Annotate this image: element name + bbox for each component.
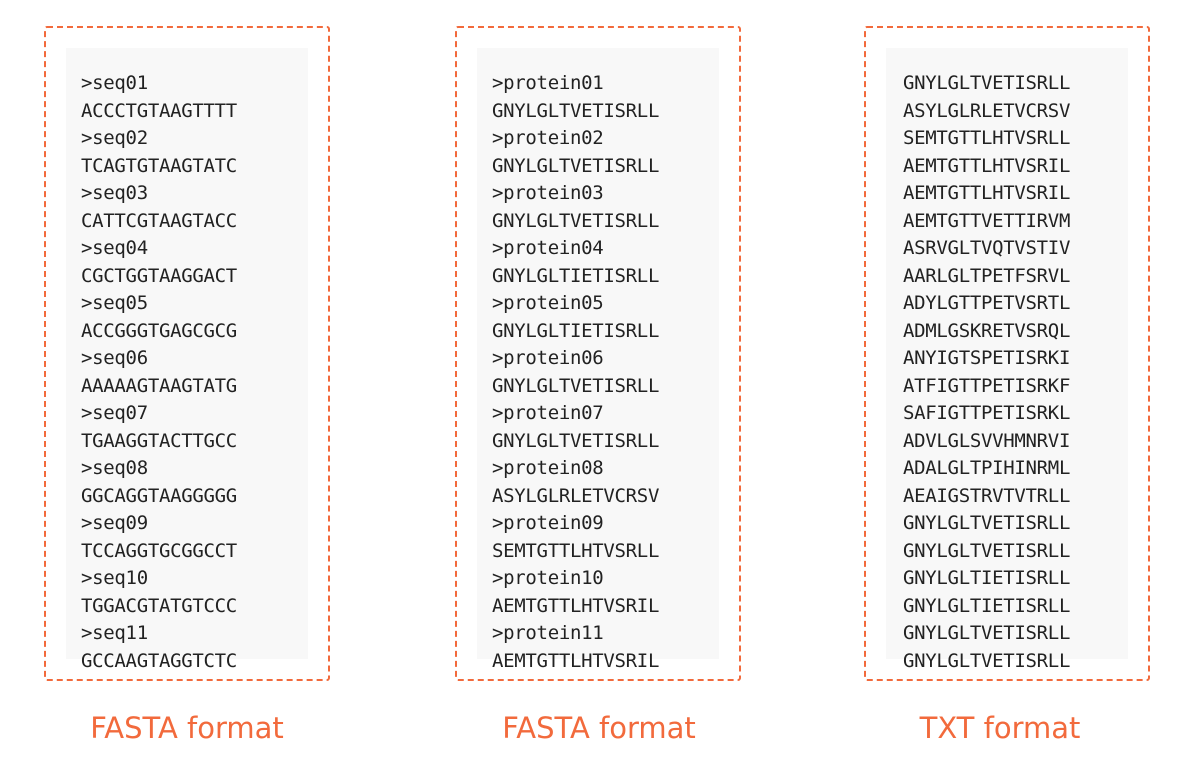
sequence-line: ASRVGLTVQTVSTIV (903, 237, 1071, 259)
sequence-line: AEMTGTTLHTVSRIL (492, 649, 660, 672)
sequence-line: ASYLGLRLETVCRSV (903, 99, 1071, 122)
sequence-line: >seq11 (81, 622, 148, 644)
sequence-line: GNYLGLTVETISRLL (492, 374, 660, 397)
sequence-line: ADYLGTTPETVSRTL (903, 292, 1071, 314)
sequence-line: GGCAGGTAAGGGGG (81, 484, 237, 507)
sequence-line: GNYLGLTIETISRLL (492, 264, 660, 287)
sequence-line: AARLGLTPETFSRVL (903, 264, 1071, 287)
sequence-line: >protein05 (492, 292, 604, 314)
sequence-line: CATTCGTAAGTACC (81, 209, 237, 232)
sequence-line: TGAAGGTACTTGCC (81, 429, 237, 452)
sequence-line: >protein08 (492, 457, 604, 479)
sequence-line: ATFIGTTPETISRKF (903, 374, 1071, 397)
sequence-line: >protein01 (492, 72, 604, 94)
sequence-line: SAFIGTTPETISRKL (903, 402, 1071, 424)
sequence-line: >seq05 (81, 292, 148, 314)
sequence-line: AEMTGTTLHTVSRIL (903, 182, 1071, 204)
sequence-line: >protein02 (492, 127, 604, 149)
sequence-line: >seq10 (81, 567, 148, 589)
sequence-line: GNYLGLTVETISRLL (492, 429, 660, 452)
sequence-line: >protein03 (492, 182, 604, 204)
sequence-line: TCAGTGTAAGTATC (81, 154, 237, 177)
sequence-line: >protein06 (492, 347, 604, 369)
sequence-line: >seq09 (81, 512, 148, 534)
sequence-line: GNYLGLTVETISRLL (903, 539, 1071, 562)
sequence-line: >seq06 (81, 347, 148, 369)
fasta-protein-caption: FASTA format (502, 711, 696, 745)
txt-protein-lines: GNYLGLTVETISRLL ASYLGLRLETVCRSV SEMTGTTLHT… (903, 70, 1070, 675)
sequence-line: ASYLGLRLETVCRSV (492, 484, 660, 507)
sequence-line: AEAIGSTRVTVTRLL (903, 484, 1071, 507)
sequence-line: SEMTGTTLHTVSRLL (492, 539, 660, 562)
sequence-line: GNYLGLTIETISRLL (903, 567, 1071, 589)
sequence-line: >seq02 (81, 127, 148, 149)
sequence-line: >seq08 (81, 457, 148, 479)
sequence-line: GNYLGLTVETISRLL (903, 72, 1071, 94)
sequence-line: ADALGLTPIHINRML (903, 457, 1071, 479)
sequence-line: >protein10 (492, 567, 604, 589)
txt-protein-panel: GNYLGLTVETISRLL ASYLGLRLETVCRSV SEMTGTTLHT… (864, 26, 1150, 681)
txt-protein-caption: TXT format (919, 711, 1081, 745)
sequence-line: GNYLGLTIETISRLL (903, 594, 1071, 617)
sequence-line: SEMTGTTLHTVSRLL (903, 127, 1071, 149)
sequence-line: GNYLGLTVETISRLL (903, 649, 1071, 672)
sequence-line: >protein04 (492, 237, 604, 259)
sequence-line: GNYLGLTVETISRLL (492, 154, 660, 177)
sequence-line: >protein11 (492, 622, 604, 644)
sequence-line: ACCGGGTGAGCGCG (81, 319, 237, 342)
sequence-line: >seq07 (81, 402, 148, 424)
sequence-line: >seq03 (81, 182, 148, 204)
sequence-line: ANYIGTSPETISRKI (903, 347, 1071, 369)
txt-protein-text-box: GNYLGLTVETISRLL ASYLGLRLETVCRSV SEMTGTTLHT… (886, 48, 1128, 672)
sequence-line: TGGACGTATGTCCC (81, 594, 237, 617)
sequence-line: ADMLGSKRETVSRQL (903, 319, 1071, 342)
sequence-line: GNYLGLTVETISRLL (903, 622, 1071, 644)
sequence-line: >seq01 (81, 72, 148, 94)
sequence-line: GNYLGLTVETISRLL (492, 209, 660, 232)
sequence-line: GNYLGLTIETISRLL (492, 319, 660, 342)
sequence-line: ACCCTGTAAGTTTT (81, 99, 237, 122)
sequence-line: AAAAAGTAAGTATG (81, 374, 237, 397)
sequence-line: >protein09 (492, 512, 604, 534)
sequence-line: AEMTGTTLHTVSRIL (492, 594, 660, 617)
sequence-line: AEMTGTTVETTIRVM (903, 209, 1071, 232)
sequence-line: GCCAAGTAGGTCTC (81, 649, 237, 672)
sequence-line: ADVLGLSVVHMNRVI (903, 429, 1071, 452)
sequence-line: >seq04 (81, 237, 148, 259)
sequence-line: >protein07 (492, 402, 604, 424)
sequence-line: GNYLGLTVETISRLL (492, 99, 660, 122)
sequence-line: GNYLGLTVETISRLL (903, 512, 1071, 534)
sequence-line: AEMTGTTLHTVSRIL (903, 154, 1071, 177)
fasta-dna-caption: FASTA format (90, 711, 284, 745)
sequence-line: TCCAGGTGCGGCCT (81, 539, 237, 562)
sequence-line: CGCTGGTAAGGACT (81, 264, 237, 287)
